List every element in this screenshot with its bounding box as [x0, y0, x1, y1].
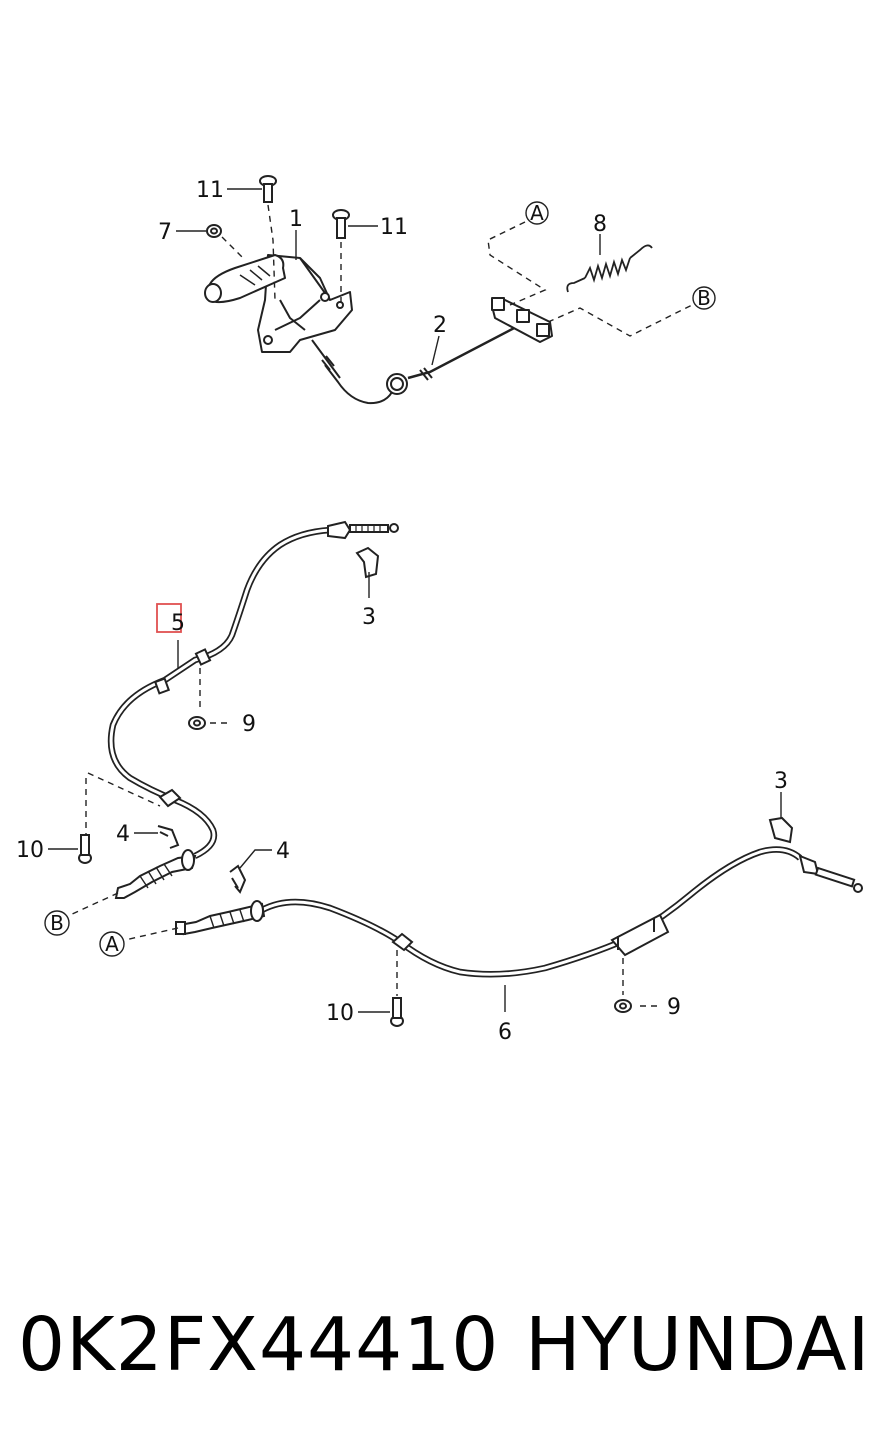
lower-leader-lines: [48, 572, 782, 1013]
bolt-10-left: [78, 834, 92, 864]
ref-circle-a-top: A: [525, 201, 549, 225]
front-cable: [321, 323, 521, 405]
highlight-box: [156, 603, 182, 633]
brand-name: HYUNDAI: [525, 1302, 871, 1388]
svg-text:A: A: [530, 201, 544, 225]
callout-1: 1: [289, 207, 303, 232]
nut-9-upper: [188, 716, 206, 730]
rear-cable-right: [260, 846, 803, 978]
callout-10-left: 10: [16, 838, 44, 863]
clip-4-right: [229, 864, 247, 894]
cable-bracket-right: [610, 913, 670, 957]
callout-8: 8: [593, 212, 607, 237]
nut-9-lower: [614, 999, 632, 1013]
lower-dashed-lines: [69, 668, 660, 1007]
cable-brackets: [153, 648, 212, 808]
callout-4-left: 4: [116, 822, 130, 847]
callout-5: 5: [171, 611, 185, 636]
callout-9-upper: 9: [242, 712, 256, 737]
cable-end-fitting-right: [798, 854, 863, 893]
callout-10-center: 10: [326, 1001, 354, 1026]
equalizer: [491, 297, 553, 343]
upper-leader-lines: [176, 188, 601, 366]
svg-text:A: A: [105, 932, 119, 956]
callout-2: 2: [433, 313, 447, 338]
cable-end-fitting-top: [327, 520, 399, 540]
ref-circle-a-bottom: A: [99, 931, 125, 957]
clip-3-lower: [768, 816, 794, 844]
ref-circle-b-bottom: B: [44, 910, 70, 936]
callout-4-right: 4: [276, 839, 290, 864]
callout-7: 7: [158, 220, 172, 245]
callout-11-right: 11: [380, 215, 408, 240]
clip-3-upper: [355, 546, 380, 579]
cable-boot-left: [114, 849, 197, 899]
rear-cable-left: [107, 526, 331, 859]
parking-brake-lever: [204, 254, 353, 379]
callout-3-lower: 3: [774, 769, 788, 794]
callout-3-upper: 3: [362, 605, 376, 630]
callout-6: 6: [498, 1020, 512, 1045]
part-number: 0K2FX44410: [18, 1302, 500, 1388]
cable-bracket-center: [391, 932, 414, 952]
callout-9-lower: 9: [667, 995, 681, 1020]
nut-7: [206, 224, 222, 238]
upper-dashed-lines: [221, 204, 693, 337]
bolt-10-center: [390, 997, 404, 1027]
svg-text:B: B: [50, 911, 64, 935]
ref-circle-b-top: B: [692, 286, 716, 310]
svg-text:B: B: [697, 286, 711, 310]
cable-boot-right: [175, 900, 266, 936]
bolt-11-right: [332, 209, 350, 239]
return-spring: [566, 244, 653, 293]
bolt-11-left: [259, 175, 277, 203]
clip-4-left: [157, 825, 180, 849]
callout-11-left: 11: [196, 178, 224, 203]
